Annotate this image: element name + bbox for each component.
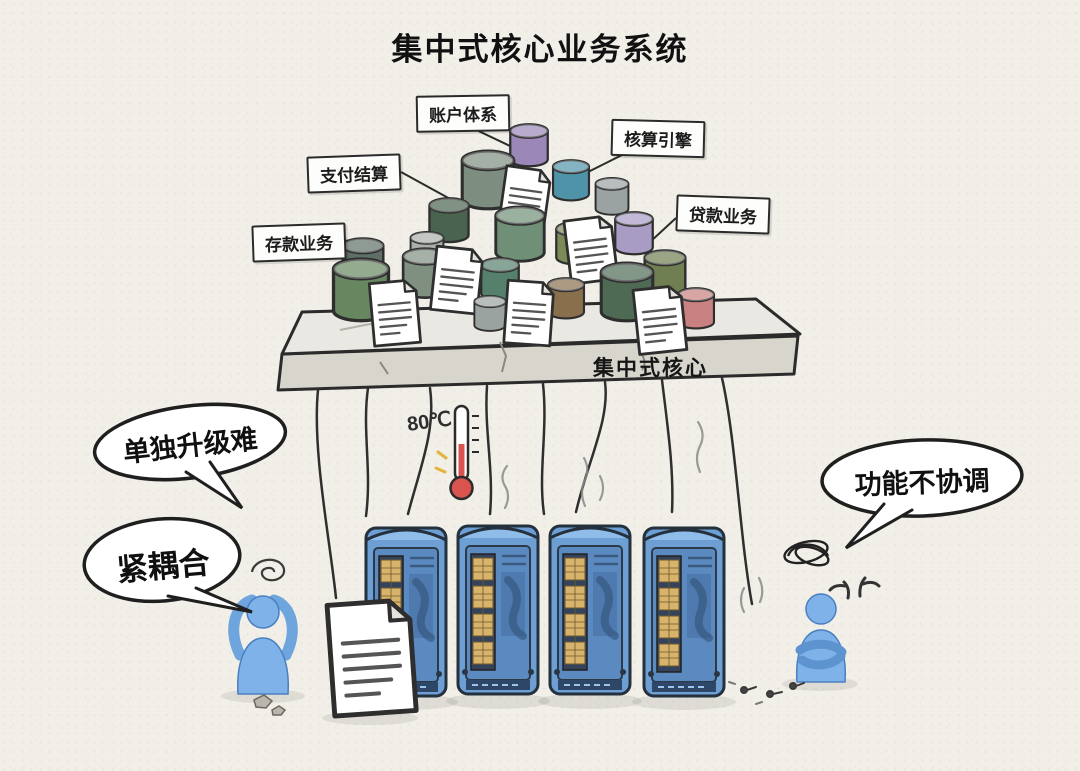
database-cylinder-icon <box>473 294 507 333</box>
screws-debris <box>728 681 805 705</box>
confusion-spiral-icon <box>250 558 286 582</box>
server-row <box>366 526 724 696</box>
page-title: 集中式核心业务系统 <box>391 32 689 67</box>
module-label-payment: 支付结算 <box>306 153 402 194</box>
module-label-account: 账户体系 <box>415 94 511 133</box>
module-label-accounting: 核算引擎 <box>610 118 706 159</box>
cables <box>315 376 754 606</box>
thermometer-icon <box>434 404 479 501</box>
person-hands-on-head-icon <box>228 594 298 695</box>
speech-bubble-coupling <box>82 516 253 614</box>
pebbles <box>253 694 287 716</box>
platform-label: 集中式核心 <box>593 357 708 380</box>
database-cylinder-icon <box>594 176 630 217</box>
database-cylinder-icon <box>551 158 591 202</box>
document-icon <box>367 278 422 348</box>
speech-bubble-coordination <box>820 438 1024 550</box>
scribble-icon <box>783 539 830 567</box>
database-cylinder-icon <box>613 210 655 256</box>
anger-mark-icon <box>828 576 881 600</box>
database-cylinder-icon <box>494 205 546 263</box>
speech-bubble-upgrade <box>92 402 288 510</box>
heat-squiggles <box>501 420 764 614</box>
person-arms-crossed-icon <box>795 593 847 683</box>
document-icon <box>502 278 556 348</box>
database-cylinder-icon <box>508 122 550 168</box>
mainframe-server-icon <box>458 526 538 694</box>
document-icon <box>327 600 416 716</box>
document-icon <box>631 283 689 356</box>
mainframe-server-icon <box>644 528 724 696</box>
ground-shadows <box>221 677 858 725</box>
module-label-deposit: 存款业务 <box>251 222 347 263</box>
mainframe-server-icon <box>550 526 630 694</box>
speech-text-uncoordinated: 功能不协调 <box>854 465 991 501</box>
module-label-loan: 贷款业务 <box>675 194 771 235</box>
